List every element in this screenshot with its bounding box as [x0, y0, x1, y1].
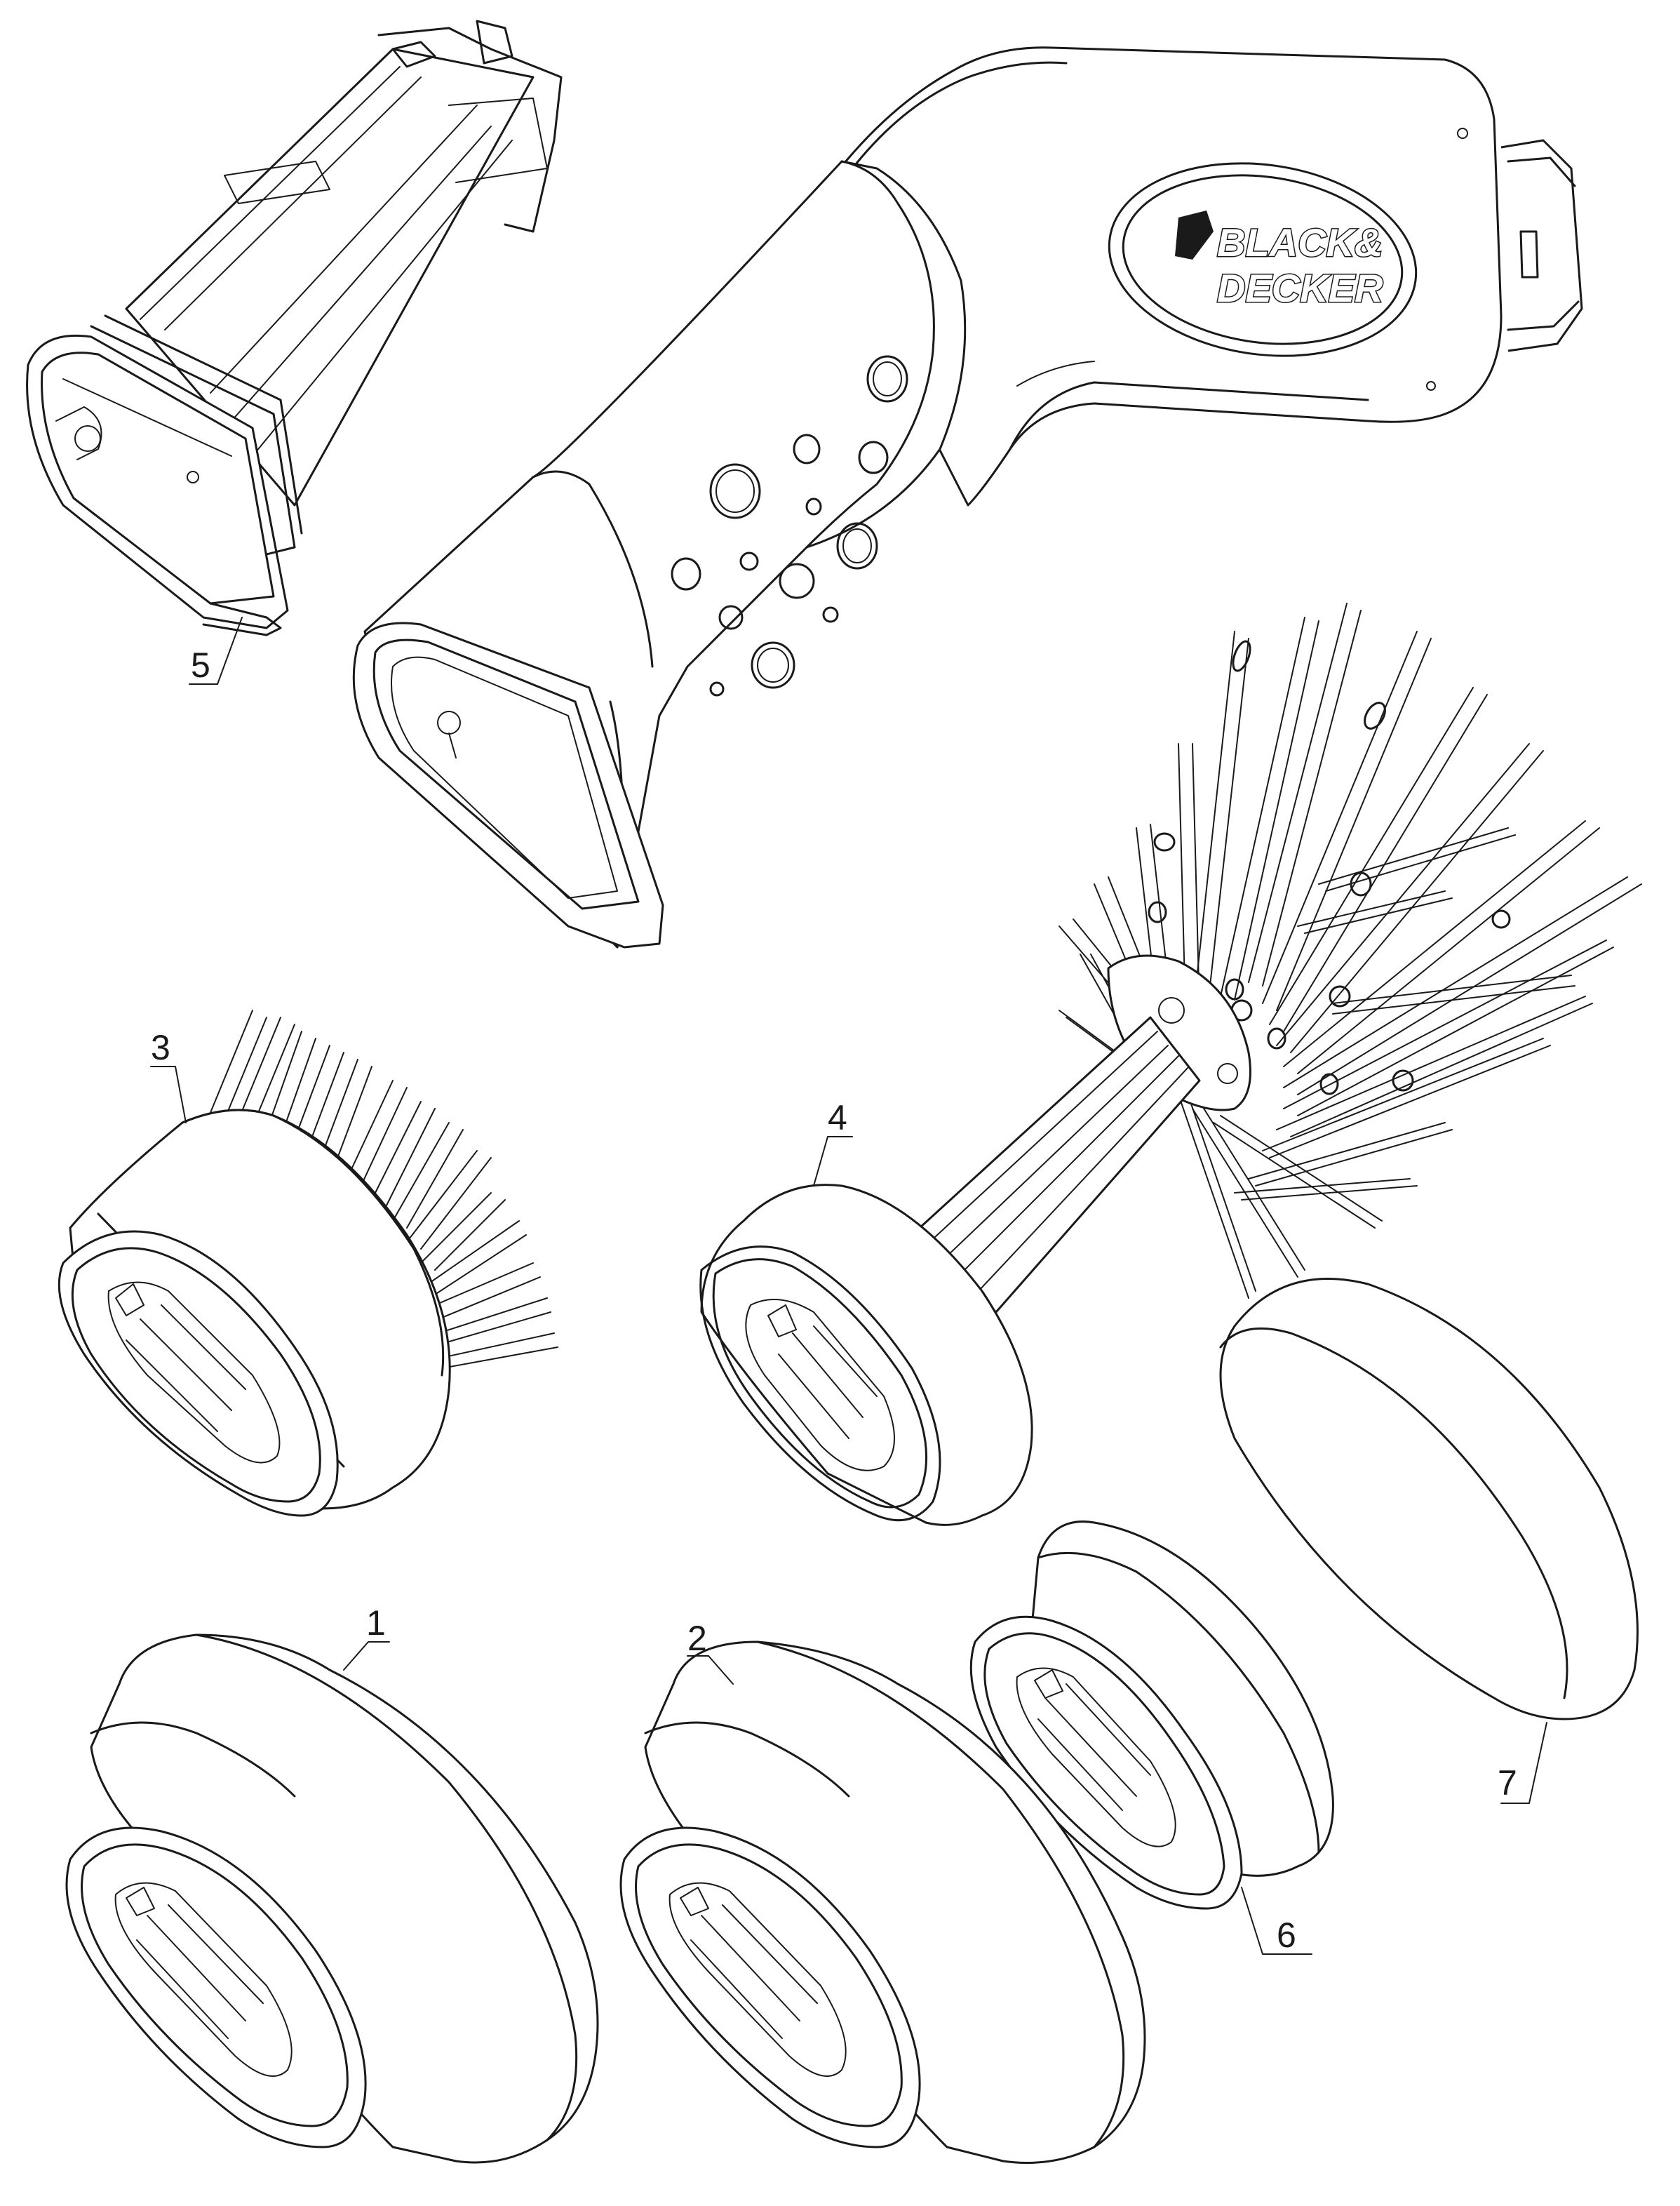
callout-2: 2: [687, 1619, 734, 1685]
callout-label-2: 2: [687, 1619, 707, 1658]
main-body: BLACK& DECKER: [352, 46, 1583, 949]
callout-4: 4: [813, 1098, 853, 1186]
callout-label-4: 4: [828, 1098, 847, 1137]
sponge-pad: [1219, 1278, 1639, 1720]
brand-logo-line2: DECKER: [1217, 266, 1383, 310]
battery-pack: [26, 20, 563, 636]
large-scrub-pad-holder: [65, 1633, 599, 2164]
callout-3: 3: [150, 1028, 187, 1123]
brand-logo-line1: BLACK&: [1217, 220, 1383, 265]
callout-label-3: 3: [151, 1028, 170, 1067]
callout-7: 7: [1498, 1722, 1547, 1804]
bottle-brush-head: [699, 603, 1642, 1526]
bristle-brush-head: [58, 1010, 558, 1517]
callout-label-6: 6: [1277, 1916, 1296, 1955]
medium-scrub-pad-holder: [619, 1640, 1146, 2164]
callout-6: 6: [1241, 1887, 1312, 1955]
callout-label-7: 7: [1498, 1763, 1517, 1803]
bottle-brush-bristles: [1059, 603, 1642, 1299]
body-vent-holes: [671, 355, 908, 697]
callout-5: 5: [189, 617, 243, 685]
callout-label-5: 5: [191, 646, 210, 685]
callout-label-1: 1: [366, 1603, 386, 1643]
callout-1: 1: [343, 1603, 390, 1671]
